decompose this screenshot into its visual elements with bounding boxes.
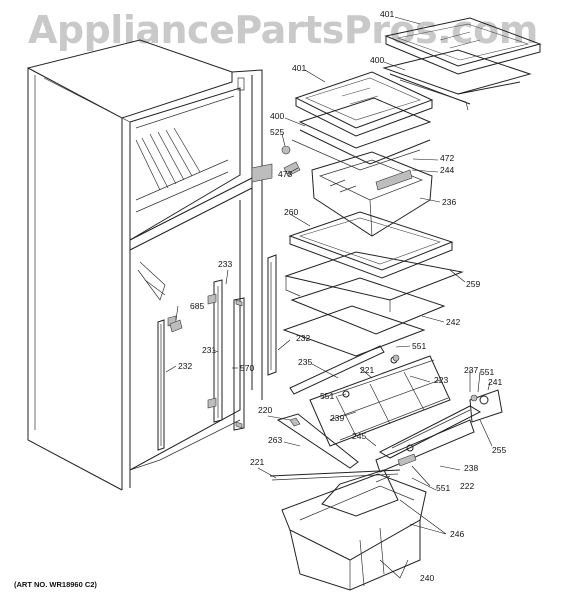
part-label-246: 246 <box>450 529 465 539</box>
part-label-263: 263 <box>268 435 283 445</box>
fasteners <box>169 145 478 402</box>
part-label-551-upper: 551 <box>412 341 427 351</box>
part-label-472: 472 <box>440 153 455 163</box>
part-label-255: 255 <box>492 445 507 455</box>
part-label-473: 473 <box>278 169 293 179</box>
part-label-232-left: 232 <box>178 361 193 371</box>
part-label-235: 235 <box>298 357 313 367</box>
part-label-245: 245 <box>352 431 367 441</box>
watermark-logo: AppliancePartsPros.com <box>28 8 538 52</box>
part-label-241: 241 <box>488 377 503 387</box>
part-label-244: 244 <box>440 165 455 175</box>
crisper-drawers <box>269 469 427 591</box>
part-label-401: 401 <box>292 63 307 73</box>
part-label-685: 685 <box>190 301 205 311</box>
part-label-231: 231 <box>202 345 217 355</box>
lower-shelf-frame <box>276 345 503 473</box>
part-label-237: 237 <box>464 365 479 375</box>
part-label-232: 232 <box>296 333 311 343</box>
shelf-rails <box>157 254 277 451</box>
part-label-259: 259 <box>466 279 481 289</box>
part-label-238: 238 <box>464 463 479 473</box>
part-label-551-mid: 551 <box>320 391 335 401</box>
part-label-570: 570 <box>240 363 255 373</box>
glass-shelves <box>282 211 464 357</box>
part-label-220: 220 <box>258 405 273 415</box>
part-label-260: 260 <box>284 207 299 217</box>
art-number-note: (ART NO. WR18960 C2) <box>14 580 97 589</box>
part-label-525: 525 <box>270 127 285 137</box>
part-label-222: 222 <box>460 481 475 491</box>
part-label-400: 400 <box>270 111 285 121</box>
refrigerator-cabinet <box>26 39 273 491</box>
part-label-223: 223 <box>434 375 449 385</box>
part-label-221-upper: 221 <box>360 365 375 375</box>
part-label-233: 233 <box>218 259 233 269</box>
part-label-221: 221 <box>250 457 265 467</box>
part-label-242: 242 <box>446 317 461 327</box>
leader-lines <box>165 16 493 579</box>
part-label-401-top: 401 <box>380 9 395 19</box>
meat-pan-drawer <box>311 151 433 237</box>
part-label-240: 240 <box>420 573 435 583</box>
part-label-551-lower: 551 <box>436 483 451 493</box>
upper-shelves <box>291 17 542 171</box>
part-label-236: 236 <box>442 197 457 207</box>
part-label-239: 239 <box>330 413 345 423</box>
part-label-400-top: 400 <box>370 55 385 65</box>
part-label-551-right: 551 <box>480 367 495 377</box>
